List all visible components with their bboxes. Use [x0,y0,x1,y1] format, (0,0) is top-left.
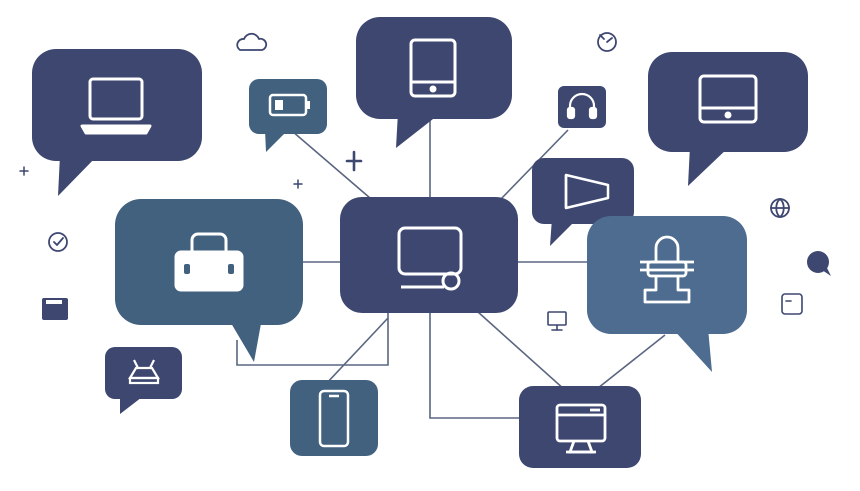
bubble-router[interactable] [105,347,182,414]
connector-hub-desktop [429,312,522,419]
plus-icon [345,150,363,172]
microphone-icon [640,235,694,304]
sparkle-icon [19,166,303,189]
chat-dot-icon [807,251,831,276]
wallet-icon [42,298,68,320]
router-icon [128,359,160,385]
bubble-phone[interactable] [290,380,378,456]
tablet-icon [409,38,457,98]
bubble-headphones[interactable] [558,86,606,128]
connector-microphone-desktop [597,334,666,389]
bubble-display[interactable] [648,52,808,186]
bubble-megaphone[interactable] [532,158,634,246]
window-icon [781,293,803,315]
battery-icon [268,93,310,117]
bubble-laptop[interactable] [32,49,202,196]
hub-node[interactable] [340,197,518,313]
connector-hub-desktop-diag [477,311,566,391]
smartphone-icon [318,389,350,448]
decorations [19,32,831,331]
monitor-icon [397,226,463,291]
megaphone-icon [564,173,610,210]
laptop-icon [80,77,152,135]
display-icon [698,74,758,124]
bubble-lock[interactable] [115,199,303,362]
bubble-battery[interactable] [249,79,327,152]
connector-hub-phone [324,317,389,386]
desktop-computer-icon [555,403,607,454]
clock-icon [597,32,617,52]
bubble-microphone[interactable] [587,216,747,372]
globe-icon [770,198,790,218]
connector-lines [236,120,666,419]
headphones-icon [566,92,598,120]
cloud-icon [236,32,268,51]
bubble-tablet[interactable] [356,17,512,148]
padlock-icon [174,232,244,292]
small-monitor-icon [547,311,567,331]
bubble-desktop[interactable] [519,386,641,468]
connector-hub-lock-lower [236,312,389,366]
connector-hub-battery [284,124,371,199]
check-circle-icon [48,232,68,252]
